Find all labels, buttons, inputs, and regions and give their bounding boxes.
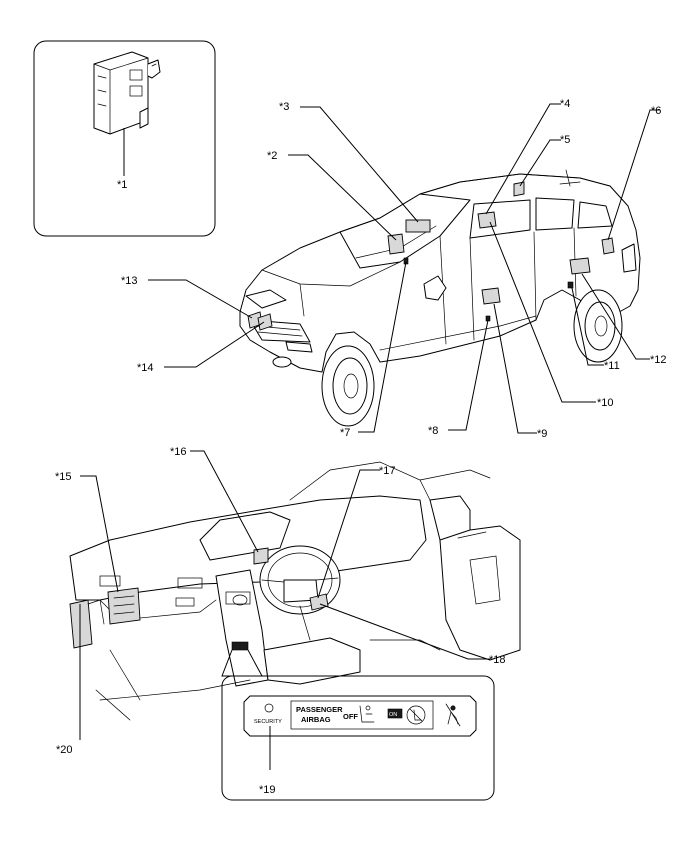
callout-10: *10 [597, 397, 614, 409]
callout-13: *13 [121, 275, 138, 287]
passenger-seat-off-icon [359, 705, 375, 723]
component-14 [257, 313, 273, 331]
component-20 [69, 599, 93, 649]
callout-4: *4 [560, 98, 570, 110]
component-5 [513, 181, 525, 197]
inset-frame [33, 40, 216, 237]
callout-20: *20 [56, 744, 73, 756]
callout-5: *5 [560, 134, 570, 146]
callout-19: *19 [259, 784, 276, 796]
callout-3: *3 [279, 101, 289, 113]
off-label: OFF [343, 712, 358, 721]
airbag-label: AIRBAG [301, 715, 331, 724]
callout-18: *18 [489, 654, 506, 666]
callout-8: *8 [428, 425, 438, 437]
component-3 [405, 219, 431, 233]
security-label: SECURITY [254, 719, 282, 725]
panel-inset-frame [221, 675, 495, 801]
on-label: ON [389, 712, 397, 718]
ecu-unit-illustration [93, 51, 161, 135]
airbag-warning-icon [445, 703, 461, 727]
callout-14: *14 [137, 362, 154, 374]
callout-17: *17 [379, 465, 396, 477]
component-12 [569, 257, 591, 275]
security-indicator-led [264, 703, 274, 713]
callout-2: *2 [267, 150, 277, 162]
callout-6: *6 [651, 105, 661, 117]
callout-16: *16 [170, 446, 187, 458]
exterior-leader-lines [148, 103, 660, 434]
callout-1: *1 [117, 179, 127, 191]
vehicle-exterior-illustration [239, 169, 641, 427]
indicator-panel-inset: SECURITY PASSENGER AIRBAG OFF ON *19 [221, 675, 495, 801]
passenger-seat-on-icon [406, 705, 426, 725]
callout-15: *15 [55, 471, 72, 483]
component-4 [477, 211, 497, 229]
passenger-label: PASSENGER [296, 705, 343, 714]
callout-7: *7 [340, 427, 350, 439]
component-17 [309, 593, 329, 611]
component-6 [601, 237, 615, 255]
component-16 [253, 547, 269, 565]
callout-9: *9 [537, 428, 547, 440]
interior-leader-lines [79, 450, 490, 740]
callout-12: *12 [650, 354, 667, 366]
component-11 [567, 281, 574, 289]
component-2 [387, 233, 405, 255]
callout-11: *11 [604, 360, 620, 372]
component-19 [231, 641, 249, 651]
vehicle-interior-illustration [69, 461, 521, 721]
passenger-airbag-box [290, 700, 434, 730]
on-indicator-box [387, 708, 403, 719]
ecu-inset: *1 [33, 40, 216, 237]
component-9 [481, 287, 501, 305]
component-15 [107, 587, 141, 625]
indicator-panel [243, 695, 477, 737]
